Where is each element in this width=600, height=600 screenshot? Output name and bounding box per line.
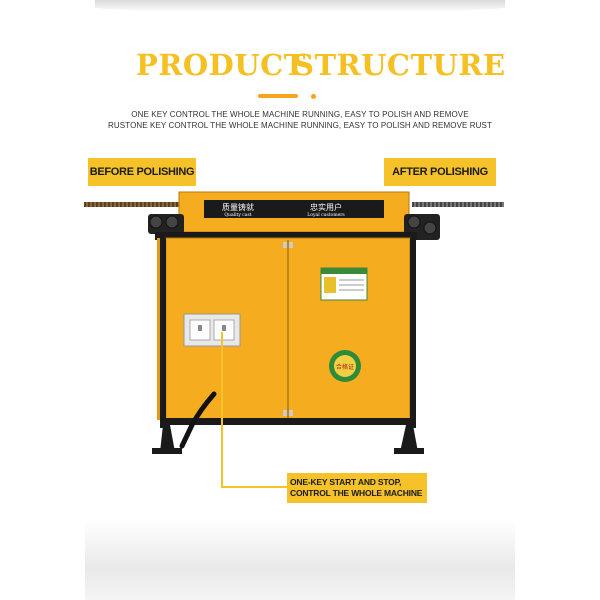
certificate-seal-inner <box>334 355 356 377</box>
machine-banner <box>204 200 384 218</box>
frame-bottom-bar <box>160 418 416 425</box>
left-roller <box>149 215 163 229</box>
right-foot <box>394 448 424 454</box>
right-leg <box>400 425 418 452</box>
banner-left-en: Quality cast <box>224 212 251 218</box>
spec-label-logo <box>324 277 336 293</box>
certificate-seal-text: 合格证 <box>336 363 354 371</box>
stop-switch-rocker <box>222 325 226 331</box>
section-heading: PRODUCT STRUCTURE <box>0 48 600 88</box>
hinge-top-right <box>289 242 293 248</box>
left-leg <box>160 425 175 452</box>
heading-underline-dot <box>311 94 316 99</box>
description-line-1: ONE KEY CONTROL THE WHOLE MACHINE RUNNIN… <box>131 110 469 119</box>
rusty-rebar <box>84 202 180 207</box>
right-roller <box>407 215 421 229</box>
description-line-2: RUSTONE KEY CONTROL THE WHOLE MACHINE RU… <box>108 121 492 130</box>
frame-left-post <box>160 238 166 428</box>
frame-top-bar <box>155 232 417 240</box>
left-roller-2 <box>165 215 179 229</box>
heading-underline-bar <box>258 94 298 98</box>
frame-right-post <box>410 238 416 428</box>
right-roller-2 <box>423 221 437 235</box>
callout-connector-horizontal <box>221 486 288 488</box>
hinge-bottom-right <box>289 410 293 416</box>
spec-label-header <box>321 268 367 274</box>
heading-product: PRODUCT <box>136 48 306 82</box>
left-foot <box>152 448 182 454</box>
power-cable <box>179 391 217 449</box>
bottom-shade <box>85 520 515 600</box>
start-switch-rocker <box>198 325 202 331</box>
banner-right-cn: 忠实用户 <box>310 202 342 212</box>
after-polishing-tag: AFTER POLISHING <box>384 158 496 186</box>
before-polishing-tag: BEFORE POLISHING <box>88 158 196 186</box>
banner-left-cn: 质量铸就 <box>222 202 254 212</box>
hinge-top-left <box>283 242 287 248</box>
callout-connector-vertical <box>221 332 223 488</box>
switch-callout: ONE-KEY START AND STOP, CONTROL THE WHOL… <box>287 473 427 503</box>
callout-line-2: CONTROL THE WHOLE MACHINE <box>290 488 423 498</box>
hinge-bottom-left <box>283 410 287 416</box>
polished-rebar <box>412 202 504 207</box>
top-shadow <box>95 0 505 12</box>
heading-structure: STRUCTURE <box>293 48 506 82</box>
callout-line-1: ONE-KEY START AND STOP, <box>290 477 402 487</box>
banner-right-en: Loyal customers <box>307 212 345 218</box>
